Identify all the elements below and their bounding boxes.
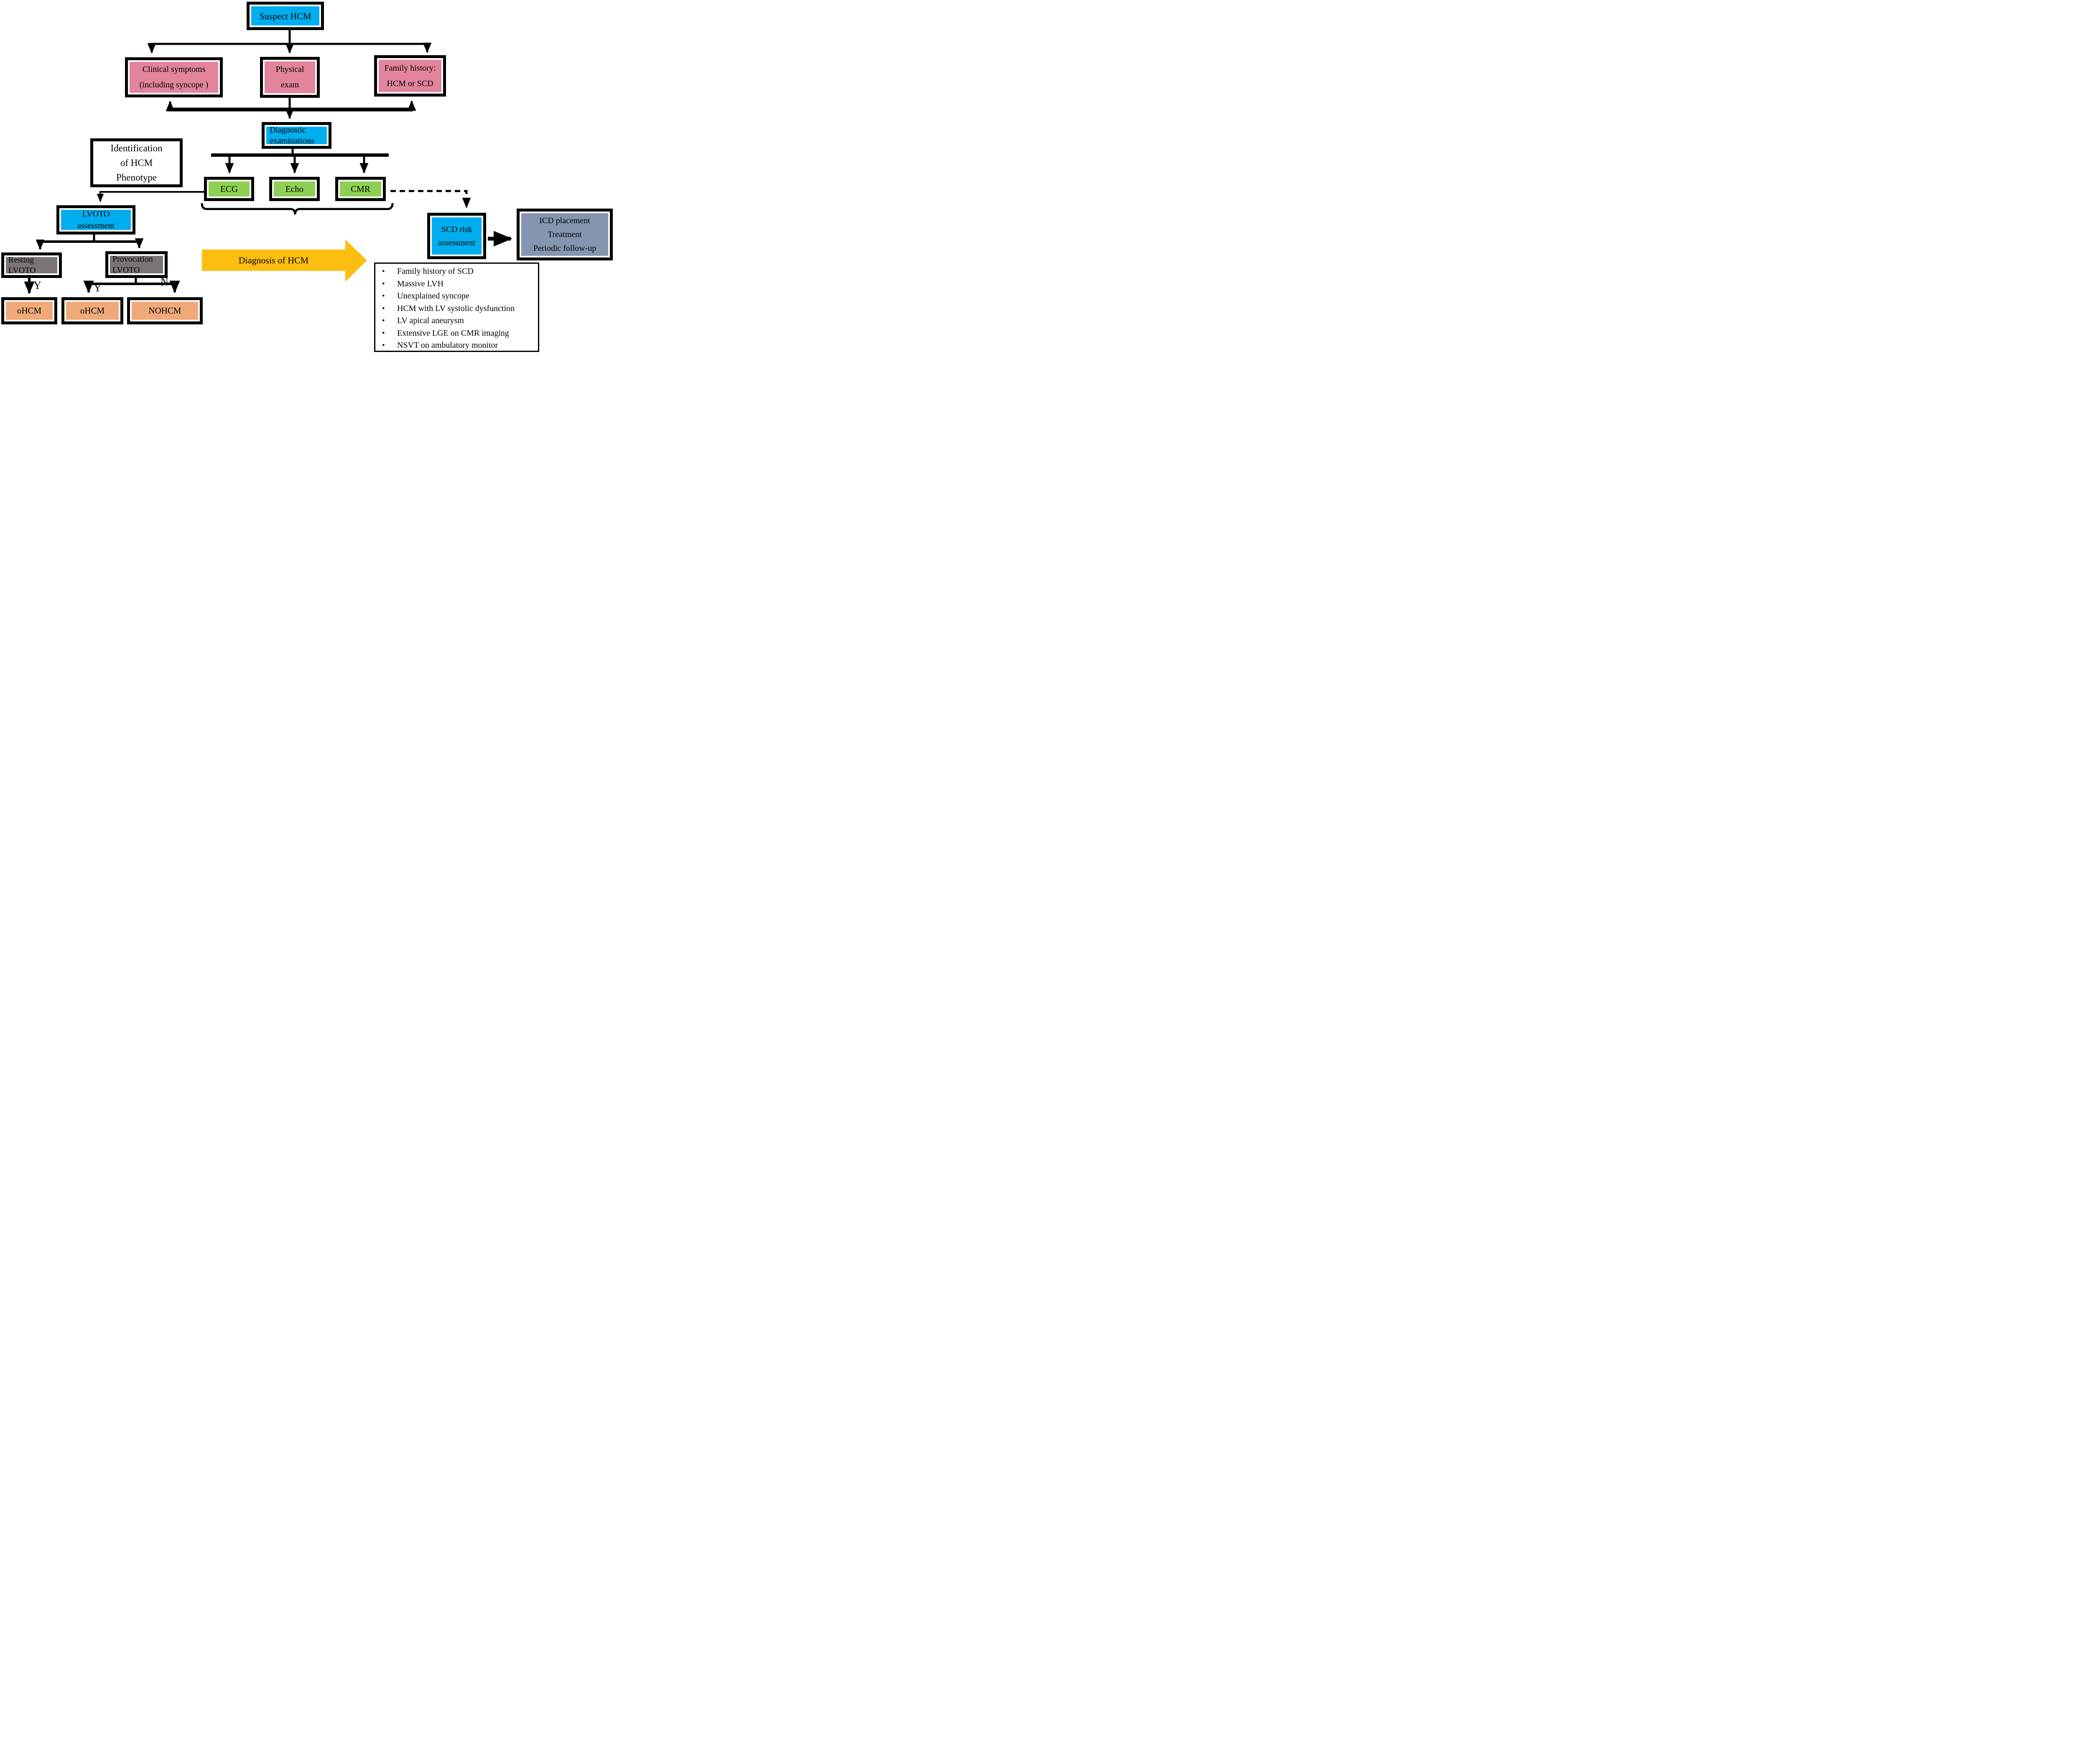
bullet-icon: •: [382, 341, 385, 350]
risk-factor-text: NSVT on ambulatory monitor: [397, 341, 498, 350]
node-label: oHCM: [80, 306, 105, 316]
node-label: of HCM: [120, 158, 153, 168]
bullet-icon: •: [382, 267, 385, 276]
node-nohcm: NOHCM: [127, 297, 203, 324]
node-label: Treatment: [548, 229, 582, 239]
node-ohcm-resting: oHCM: [1, 297, 57, 324]
risk-factor-item: • Extensive LGE on CMR imaging: [382, 327, 535, 340]
risk-factor-item: • LV apical aneurysm: [382, 315, 535, 327]
node-ecg: ECG: [204, 177, 254, 201]
node-clinical-symptoms: Clinical symptoms (including syncope ): [125, 57, 223, 97]
node-label: Clinical symptoms: [142, 65, 206, 74]
node-label: Provocation: [112, 255, 153, 264]
risk-factor-text: Extensive LGE on CMR imaging: [397, 328, 509, 338]
node-label: Family history:: [384, 63, 436, 73]
risk-factor-text: LV apical aneurysm: [397, 316, 464, 325]
risk-factor-list: • Family history of SCD • Massive LVH • …: [375, 264, 538, 352]
dashed-arrow-to-scd: [390, 190, 471, 209]
bullet-icon: •: [382, 329, 385, 338]
risk-factor-box: • Family history of SCD • Massive LVH • …: [374, 263, 539, 352]
node-label: Identification: [110, 143, 163, 153]
node-lvoto-assessment: LVOTO assessment: [56, 205, 135, 235]
node-identification-phenotype: Identification of HCM Phenotype: [90, 138, 183, 187]
bullet-icon: •: [382, 304, 385, 313]
flowchart: Suspect HCM Clinical symptoms (including…: [0, 0, 614, 353]
node-diagnostic-examinations: Diagnostic examinations: [262, 122, 331, 149]
node-label: LVOTO: [82, 209, 110, 219]
node-suspect-hcm: Suspect HCM: [247, 2, 324, 30]
node-label: CMR: [351, 184, 370, 194]
node-label: SCD risk: [441, 224, 472, 234]
risk-factor-item: • Massive LVH: [382, 278, 535, 291]
node-cmr: CMR: [335, 177, 386, 201]
node-physical-exam: Physical exam: [260, 57, 320, 98]
branch-label-provocation-no: N: [161, 276, 168, 288]
node-label: assessment: [77, 221, 115, 230]
node-label: ICD placement: [539, 216, 590, 225]
risk-factor-text: Massive LVH: [397, 279, 443, 288]
node-ohcm-provocation: oHCM: [61, 297, 123, 324]
connector-lines: [24, 30, 512, 294]
node-label: LVOTO: [8, 265, 36, 275]
node-icd-placement: ICD placement Treatment Periodic follow-…: [517, 209, 613, 260]
node-label: Echo: [285, 184, 304, 194]
node-label: assessment: [438, 238, 475, 247]
risk-factor-text: HCM with LV systolic dysfunction: [397, 303, 515, 313]
node-label: oHCM: [17, 306, 42, 316]
bullet-icon: •: [382, 292, 385, 301]
node-label: Physical: [275, 65, 304, 74]
risk-factor-item: • Unexplained syncope: [382, 290, 535, 303]
diagnosis-arrow-label: Diagnosis of HCM: [238, 255, 309, 265]
node-provocation-lvoto: Provocation LVOTO: [105, 251, 168, 278]
node-label: NOHCM: [148, 306, 181, 316]
branch-label-resting-yes: Y: [33, 279, 41, 291]
node-label: LVOTO: [112, 265, 140, 275]
risk-factor-item: • Family history of SCD: [382, 265, 535, 278]
diagnosis-arrow-shape: [202, 240, 367, 282]
branch-label-provocation-yes: Y: [94, 282, 102, 294]
node-label: HCM or SCD: [387, 79, 433, 88]
bullet-icon: •: [382, 279, 385, 288]
node-label: Phenotype: [116, 172, 157, 183]
risk-factor-item: • HCM with LV systolic dysfunction: [382, 303, 535, 315]
node-label: exam: [280, 80, 299, 89]
node-label: (including syncope ): [139, 80, 209, 89]
exam-underbrace: [201, 203, 394, 215]
node-echo: Echo: [269, 177, 320, 201]
risk-factor-text: Unexplained syncope: [397, 291, 469, 301]
bullet-icon: •: [382, 316, 385, 325]
node-scd-risk-assessment: SCD risk assessment: [427, 213, 486, 259]
node-resting-lvoto: Resting LVOTO: [1, 252, 62, 278]
node-family-history: Family history: HCM or SCD: [374, 55, 446, 97]
risk-factor-text: Family history of SCD: [397, 267, 474, 276]
node-label: Resting: [8, 255, 34, 265]
node-label: Diagnostic: [270, 125, 306, 135]
node-label: Suspect HCM: [259, 10, 311, 21]
node-label: Periodic follow-up: [533, 243, 596, 253]
node-label: ECG: [220, 184, 238, 194]
node-label: examinations: [270, 136, 314, 145]
risk-factor-item: • NSVT on ambulatory monitor: [382, 339, 535, 352]
